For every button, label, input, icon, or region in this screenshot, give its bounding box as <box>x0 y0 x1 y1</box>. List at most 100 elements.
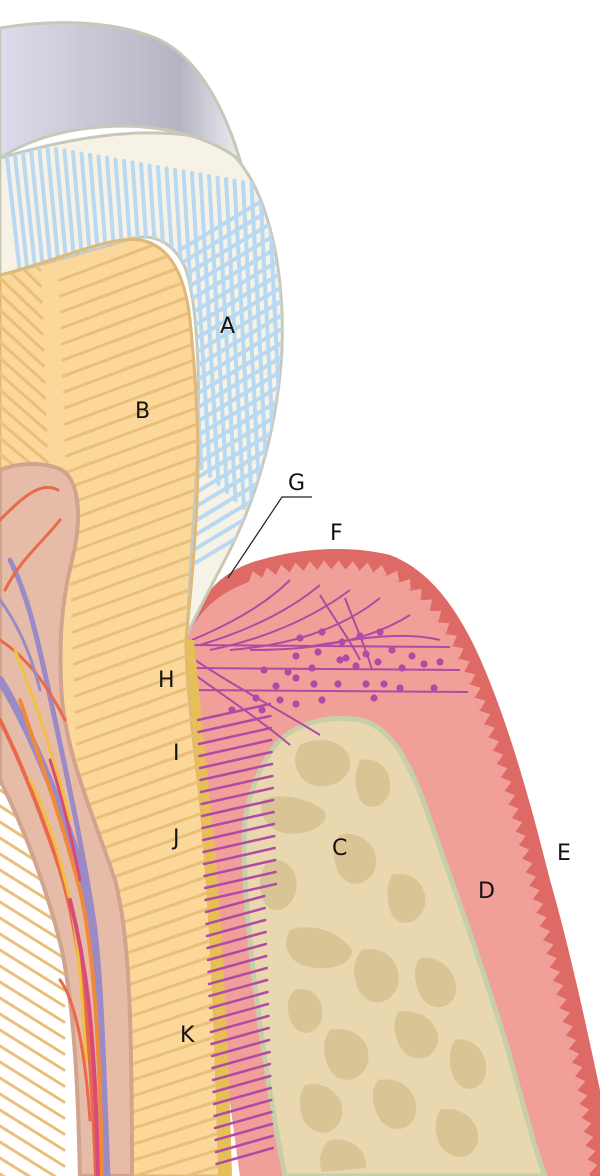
fibroblast-dot <box>370 694 378 702</box>
dentinal-tubule <box>67 463 220 522</box>
dentinal-tubule <box>58 239 220 282</box>
fibroblast-dot <box>362 650 370 658</box>
fibroblast-dot <box>338 638 346 646</box>
pdl-fiber <box>198 738 273 758</box>
fibroblast-dot <box>362 680 370 688</box>
pdl-fiber <box>202 834 276 854</box>
pdl-fiber <box>213 1110 273 1130</box>
fibroblast-dot <box>408 652 416 660</box>
pdl-fiber <box>202 846 277 866</box>
pdl-fiber <box>208 990 269 1010</box>
label-k: K <box>180 1023 195 1048</box>
fibroblast-dot <box>284 668 292 676</box>
pdl-fiber <box>203 870 277 890</box>
pdl-fiber <box>212 1086 273 1106</box>
dentinal-tubule <box>0 980 66 1024</box>
pdl-fiber <box>205 918 267 938</box>
bone-marrow-spaces <box>259 740 487 1172</box>
pdl-fiber <box>199 762 274 782</box>
fibroblast-dot <box>252 694 260 702</box>
pdl-fiber <box>207 966 269 986</box>
fibroblast-dot <box>272 682 280 690</box>
fibroblast-dot <box>258 706 266 714</box>
dentinal-tubule <box>0 900 66 944</box>
fibroblast-dot <box>374 658 382 666</box>
fibroblast-dot <box>292 700 300 708</box>
pdl-fiber <box>201 822 276 842</box>
dentinal-tubule <box>0 1108 66 1152</box>
dentinal-tubule <box>0 1124 66 1168</box>
dentinal-tubule <box>66 446 220 506</box>
rete-ridges <box>248 560 598 1176</box>
pdl-fiber <box>199 774 274 794</box>
dentinal-tubule <box>0 948 66 992</box>
rete-ridge-scallops <box>248 560 598 1176</box>
pdl-fiber <box>208 978 269 998</box>
pdl-fiber <box>204 894 266 914</box>
label-h: H <box>158 668 175 693</box>
fibroblast-dot <box>398 664 406 672</box>
fibroblast-dot <box>318 696 326 704</box>
dentinal-tubule <box>0 372 47 416</box>
dentinal-tubule <box>0 916 66 960</box>
dentinal-tubule <box>0 292 44 336</box>
pdl-fiber <box>214 1134 274 1154</box>
pdl-fiber <box>215 1146 275 1166</box>
dentinal-tubule <box>65 397 220 458</box>
fibroblast-dot <box>310 680 318 688</box>
enamel-rod <box>178 216 282 280</box>
pdl-fiber <box>197 714 272 734</box>
label-e: E <box>557 841 571 866</box>
pdl-fiber <box>209 1014 270 1034</box>
pdl-fiber <box>204 882 278 902</box>
enamel-rod <box>286 190 304 565</box>
dentinal-tubule <box>65 414 220 474</box>
dentinal-tubule <box>0 1044 66 1088</box>
dentinal-tubule <box>0 404 49 448</box>
fibroblast-dot <box>376 628 384 636</box>
label-d: D <box>478 879 495 904</box>
label-a: A <box>220 314 235 339</box>
pdl-fiber <box>207 954 268 974</box>
dentinal-tubule <box>78 772 220 826</box>
fibroblast-dot <box>436 658 444 666</box>
dentinal-tubule <box>0 340 46 384</box>
dentinal-tubule <box>0 276 44 320</box>
pdl-fiber <box>211 1062 272 1082</box>
fibroblast-dot <box>342 654 350 662</box>
pdl-fiber <box>210 1038 271 1058</box>
enamel-rod <box>215 175 238 502</box>
dentinal-tubule <box>0 1060 66 1104</box>
dentinal-tubule <box>0 324 46 368</box>
periodontal-ligament-fibers <box>196 702 278 1166</box>
dentinal-tubule <box>0 1028 66 1072</box>
pdl-fiber <box>201 810 275 830</box>
fibroblast-dot <box>396 684 404 692</box>
dentinal-tubule <box>79 789 220 842</box>
pdl-fiber <box>213 1098 273 1118</box>
fibroblast-dot <box>292 652 300 660</box>
dentinal-tubule <box>0 1012 66 1056</box>
fibroblast-dot <box>420 660 428 668</box>
fibroblast-dot <box>380 680 388 688</box>
dentinal-tubule <box>0 932 66 976</box>
dentinal-tubule <box>0 388 48 432</box>
fibroblast-dot <box>334 680 342 688</box>
gingival-fibers <box>187 579 469 746</box>
dentinal-tubule <box>66 430 220 490</box>
label-c: C <box>332 836 347 861</box>
pdl-fiber <box>200 798 275 818</box>
dentinal-tubule <box>0 1092 66 1136</box>
pdl-fiber <box>209 1002 270 1022</box>
enamel-rod <box>178 286 282 350</box>
pdl-fiber <box>212 1074 272 1094</box>
enamel-rod <box>190 171 212 478</box>
fibroblast-dot <box>352 662 360 670</box>
enamel-rod <box>266 184 283 550</box>
pdl-fiber <box>196 702 272 722</box>
fibroblast-dot <box>296 634 304 642</box>
label-i: I <box>173 741 180 766</box>
enamel-rod <box>178 244 282 308</box>
pdl-fiber <box>205 906 267 926</box>
